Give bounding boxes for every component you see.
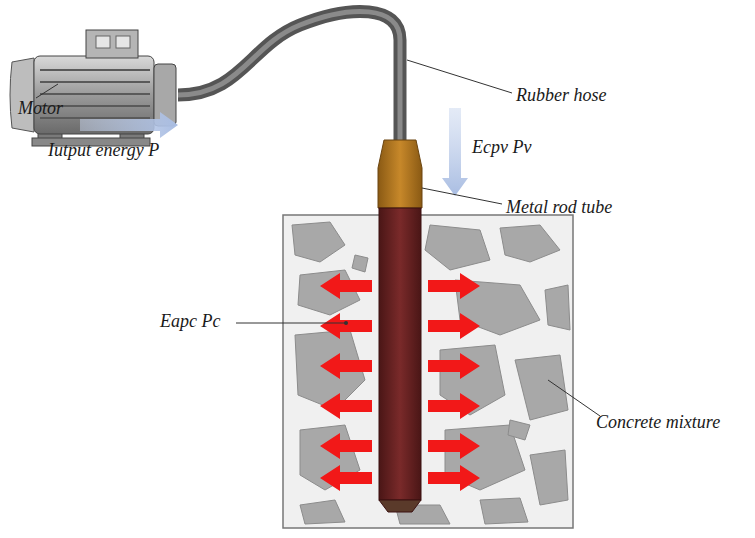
part-name: Motor (18, 99, 63, 119)
energy-label: Ecpv Pv (472, 138, 531, 158)
part-name: Rubber hose (516, 86, 606, 106)
energy-label: Eapc Pc (160, 312, 220, 332)
energy-label: Iutput energy P (48, 141, 159, 161)
part-name: Concrete mixture (596, 413, 720, 433)
part-name: Metal rod tube (506, 198, 612, 218)
